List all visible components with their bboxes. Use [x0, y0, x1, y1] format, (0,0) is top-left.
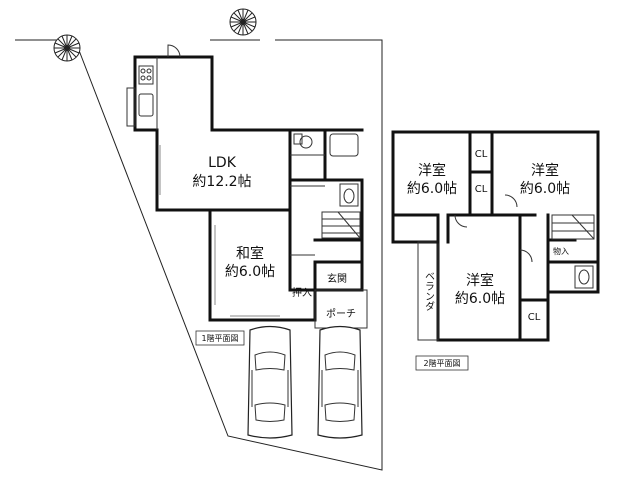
room2-size: 約6.0帖	[520, 181, 570, 197]
bathtub-icon	[329, 133, 359, 157]
genkan-label: 玄関	[327, 272, 347, 285]
closet-label: CL	[528, 312, 541, 323]
room1-name: 洋室	[418, 162, 446, 179]
washitsu-size: 約6.0帖	[225, 264, 275, 280]
closet-label: CL	[475, 184, 488, 195]
ldk-name: LDK	[208, 155, 237, 171]
room3-size: 約6.0帖	[455, 291, 505, 307]
veranda-label: ベランダ	[423, 271, 435, 311]
door-icon	[454, 214, 468, 228]
car-icon	[247, 325, 293, 439]
door-icon	[504, 194, 518, 208]
storage-label: 物入	[553, 246, 569, 256]
toilet-icon	[339, 183, 359, 207]
floor2-plan: 洋室 約6.0帖 洋室 約6.0帖 洋室 約6.0帖 CL CL CL 物入 ベ…	[391, 130, 600, 342]
floor1-plan: LDK 約12.2帖 和室 約6.0帖 玄関 押入 ポーチ	[126, 44, 368, 329]
door-icon	[519, 249, 533, 263]
room1-size: 約6.0帖	[407, 181, 457, 197]
car-icon	[317, 325, 363, 439]
washitsu-name: 和室	[236, 245, 264, 262]
floor2-caption: 2階平面図	[415, 355, 469, 371]
floor2-caption-text: 2階平面図	[423, 358, 460, 368]
stove-icon	[138, 65, 154, 85]
closet-label: CL	[475, 149, 488, 160]
toilet-icon	[574, 265, 594, 289]
stairs-icon	[321, 211, 361, 239]
sink-icon	[138, 93, 154, 117]
door-icon	[167, 44, 181, 58]
tree-icon	[229, 8, 257, 36]
floor1-caption: 1階平面図	[195, 330, 245, 346]
tree-icon	[53, 34, 81, 62]
oshiire-label: 押入	[292, 286, 312, 299]
porch-label: ポーチ	[326, 308, 356, 320]
floor1-caption-text: 1階平面図	[201, 333, 238, 343]
room3-name: 洋室	[466, 272, 494, 289]
room2-name: 洋室	[531, 162, 559, 179]
ldk-size: 約12.2帖	[192, 174, 251, 190]
stairs-icon	[551, 214, 595, 240]
